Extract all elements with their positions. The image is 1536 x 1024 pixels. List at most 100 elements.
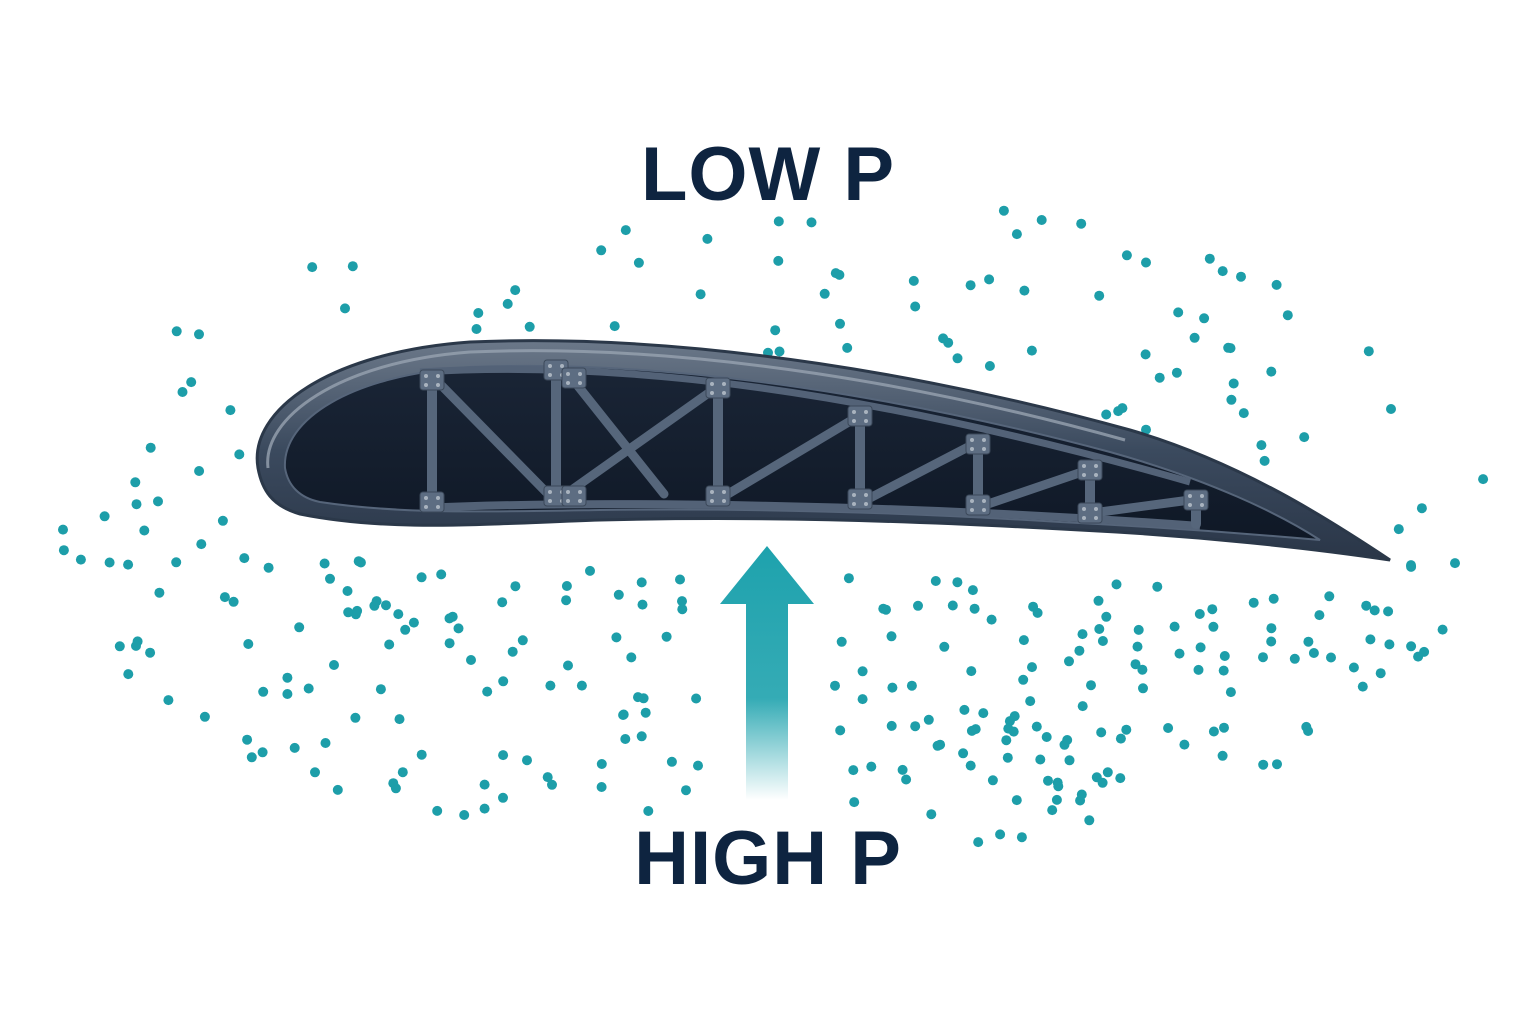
air-particle	[1121, 250, 1132, 261]
air-particle	[952, 353, 963, 364]
air-particle	[691, 693, 702, 704]
air-particle	[1375, 668, 1386, 679]
air-particles	[58, 205, 1489, 848]
air-particle	[350, 712, 361, 723]
air-particle	[1384, 639, 1395, 650]
rivet	[982, 447, 986, 451]
rivet	[1082, 516, 1086, 520]
air-particle	[773, 255, 784, 266]
air-particle	[857, 666, 868, 677]
rivet	[436, 505, 440, 509]
air-particle	[836, 636, 847, 647]
air-particle	[400, 624, 411, 635]
rivet	[566, 499, 570, 503]
air-particle	[774, 346, 785, 357]
air-particle	[1027, 662, 1037, 673]
air-particle	[1035, 754, 1046, 765]
air-particle	[965, 760, 976, 771]
air-particle	[1008, 726, 1019, 737]
air-particle	[908, 275, 919, 286]
air-particle	[1218, 665, 1229, 676]
air-particle	[1301, 721, 1312, 732]
air-particle	[1031, 721, 1042, 732]
rivet	[578, 499, 582, 503]
rivet	[566, 381, 570, 385]
air-particle	[1217, 266, 1228, 277]
air-particle	[217, 515, 228, 526]
rivet	[710, 499, 714, 503]
air-particle	[561, 581, 572, 591]
air-particle	[1271, 279, 1282, 290]
air-particle	[1223, 342, 1234, 353]
rivet	[864, 419, 868, 423]
rivet	[566, 490, 570, 494]
rivet-plate	[419, 491, 445, 513]
rivet	[852, 502, 856, 506]
air-particle	[866, 761, 877, 772]
air-particle	[596, 782, 607, 792]
air-particle	[416, 749, 427, 760]
air-particle	[1204, 253, 1215, 264]
air-particle	[613, 589, 624, 600]
air-particle	[371, 596, 382, 607]
air-particle	[966, 666, 977, 677]
air-particle	[432, 805, 443, 816]
air-particle	[1266, 366, 1277, 377]
air-particle	[857, 694, 868, 705]
air-particle	[163, 695, 174, 706]
air-particle	[1416, 503, 1427, 514]
air-particle	[1326, 652, 1336, 663]
air-particle	[636, 731, 647, 742]
air-particle	[695, 289, 706, 300]
air-particle	[830, 680, 840, 691]
airfoil-rim	[266, 349, 1126, 469]
air-particle	[1361, 600, 1372, 611]
rivet	[578, 372, 582, 376]
air-particle	[319, 558, 330, 569]
air-particle	[75, 554, 86, 565]
air-particle	[969, 603, 980, 614]
air-particle	[1314, 610, 1325, 621]
air-particle	[843, 573, 854, 584]
air-particle	[246, 752, 257, 763]
air-particle	[1386, 404, 1396, 414]
air-particle	[987, 775, 998, 786]
air-particle	[1228, 378, 1239, 389]
rivet	[578, 490, 582, 494]
air-particle	[910, 301, 921, 312]
air-particle	[393, 609, 404, 620]
airfoil-lower-rail	[419, 500, 1201, 530]
air-particle	[1102, 767, 1113, 778]
rivet	[548, 490, 552, 494]
air-particle	[282, 672, 293, 683]
air-particle	[1121, 724, 1132, 735]
air-particle	[294, 622, 305, 633]
air-particle	[1207, 604, 1218, 615]
rivet-plate	[847, 405, 873, 427]
air-particle	[897, 764, 908, 775]
rivet-plate	[705, 377, 731, 399]
air-particle	[1096, 727, 1107, 738]
rivet-plate	[847, 488, 873, 510]
air-particle	[1133, 624, 1144, 635]
air-particle	[913, 600, 923, 611]
air-particle	[394, 714, 405, 725]
air-particle	[153, 496, 163, 507]
air-particle	[471, 324, 482, 334]
air-particle	[194, 329, 204, 340]
air-particle	[1219, 722, 1229, 733]
air-particle	[459, 810, 470, 820]
rivet	[548, 364, 552, 368]
rivet	[864, 502, 868, 506]
rivet-plate	[1077, 459, 1103, 481]
air-particle	[340, 303, 350, 314]
air-particle	[1268, 593, 1279, 604]
air-particle	[878, 603, 889, 614]
air-particle	[104, 557, 115, 568]
air-particle	[1016, 832, 1027, 843]
air-particle	[547, 779, 557, 790]
air-particle	[258, 686, 269, 697]
air-particle	[1171, 367, 1182, 378]
air-particle	[352, 605, 363, 616]
air-particle	[561, 595, 572, 606]
